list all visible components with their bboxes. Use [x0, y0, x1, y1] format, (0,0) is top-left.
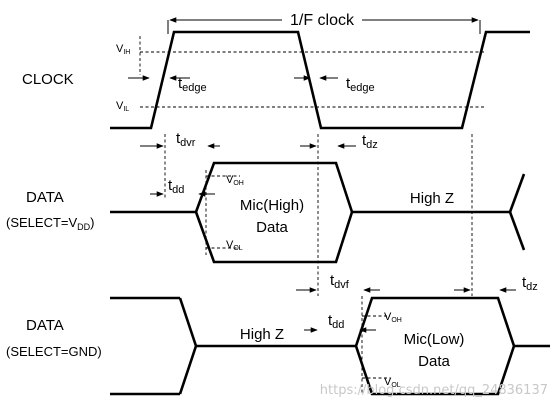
data-gnd-row-label: DATA: [26, 317, 64, 334]
data-gnd-row-sublabel: (SELECT=GND): [6, 344, 102, 359]
clock-waveform: [110, 30, 530, 130]
data-vdd-row-sublabel: (SELECT=VDD): [6, 215, 95, 232]
period-label: 1/F clock: [290, 12, 355, 29]
t-edge-fall-marker: tedge: [294, 75, 375, 94]
t-dz-top-marker: tdz: [300, 132, 378, 151]
guide-lines: [164, 134, 473, 395]
svg-text:tdd: tdd: [328, 312, 344, 331]
t-dd-bottom-marker: tdd: [304, 312, 376, 333]
watermark: https://blog.csdn.net/qq_24836137: [320, 383, 548, 398]
voh-bottom-label: VOH: [384, 311, 402, 324]
threshold-lines: [139, 36, 486, 108]
svg-text:tedge: tedge: [178, 75, 207, 94]
svg-text:tdvf: tdvf: [330, 272, 350, 291]
t-edge-rise-marker: tedge: [128, 75, 207, 94]
svg-text:tdvr: tdvr: [176, 130, 196, 149]
svg-text:tdd: tdd: [168, 177, 184, 196]
data-vdd-row-label: DATA: [26, 189, 64, 206]
clock-row-label: CLOCK: [22, 71, 74, 88]
vil-label: VIL: [116, 100, 129, 113]
mic-high-data-label: Data: [256, 219, 288, 236]
data-gnd-waveform: [110, 296, 550, 396]
t-dvf-marker: tdvf: [296, 272, 380, 293]
period-dimension: 1/F clock: [167, 12, 481, 34]
t-dz-bottom-marker: tdz: [454, 274, 538, 293]
vol-top-label: VOL: [226, 239, 243, 252]
mic-low-data-label: Data: [418, 353, 450, 370]
mic-high-label: Mic(High): [240, 197, 304, 214]
t-dvr-marker: tdvr: [140, 130, 220, 149]
svg-text:tdz: tdz: [362, 132, 378, 151]
data-vdd-waveform: [110, 161, 526, 264]
t-dd-top-marker: tdd: [150, 177, 215, 197]
voh-top-label: VOH: [226, 174, 244, 187]
vih-label: VIH: [116, 43, 130, 56]
high-z-bottom-label: High Z: [240, 326, 284, 343]
vol-bottom-label: VOL: [384, 376, 401, 389]
high-z-top-label: High Z: [410, 190, 454, 207]
svg-text:tedge: tedge: [346, 75, 375, 94]
mic-low-label: Mic(Low): [404, 331, 465, 348]
svg-text:tdz: tdz: [522, 274, 538, 293]
